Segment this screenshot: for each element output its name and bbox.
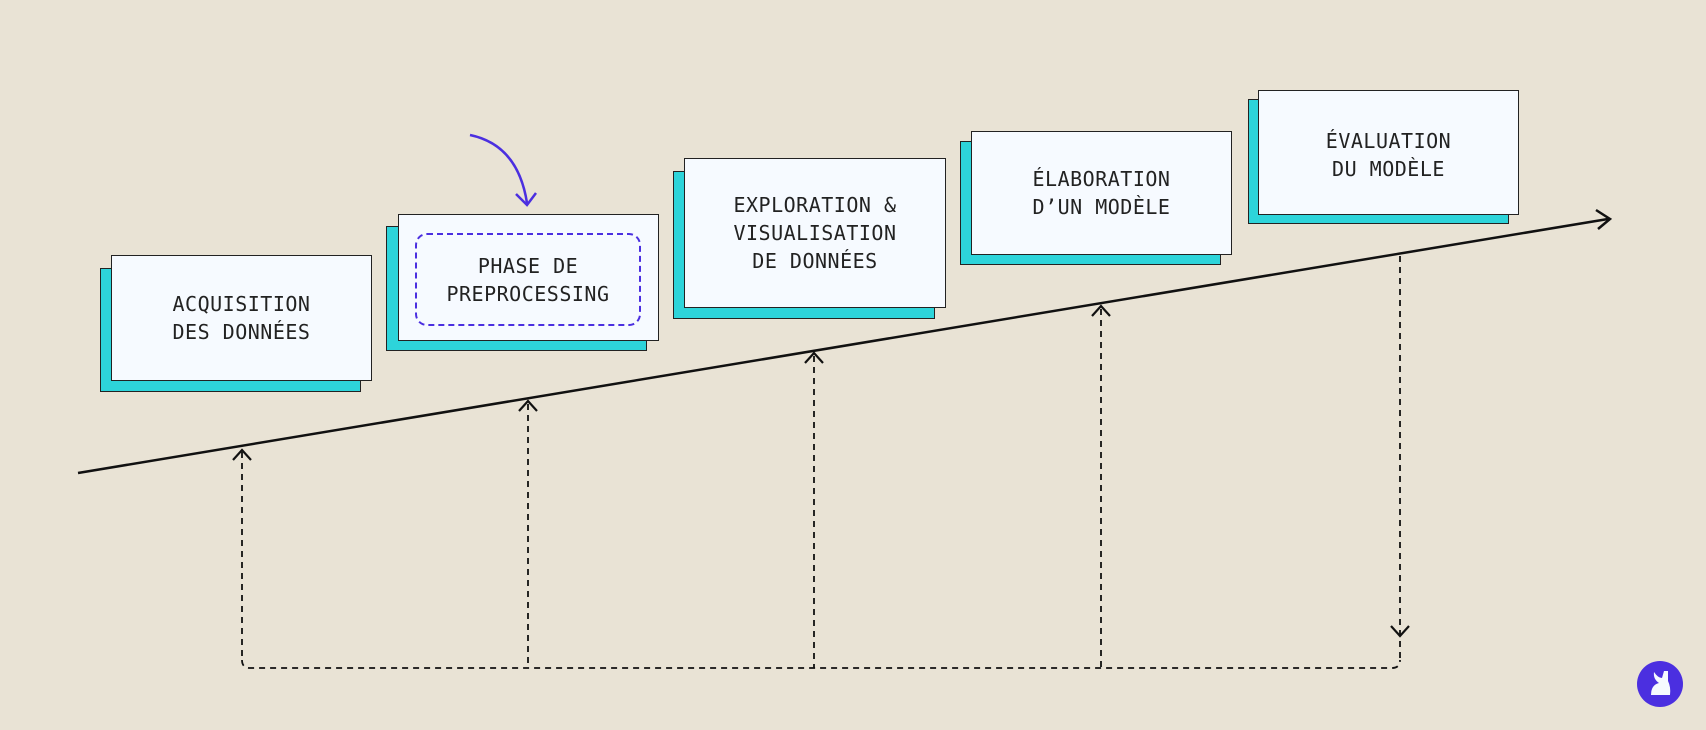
step-label: D’UN MODÈLE xyxy=(1032,195,1171,219)
step-label: PREPROCESSING xyxy=(446,281,610,306)
highlight-arrowhead-icon xyxy=(515,192,537,207)
step-label: VISUALISATION xyxy=(733,221,897,245)
progress-axis-line xyxy=(77,217,1609,475)
highlight-dashed-frame: PHASE DE PREPROCESSING xyxy=(415,233,641,326)
step-label: ACQUISITION xyxy=(172,292,311,316)
arrow-up-icon xyxy=(518,399,538,412)
arrow-up-icon xyxy=(232,448,252,461)
step-model-building: ÉLABORATION D’UN MODÈLE xyxy=(971,131,1232,255)
step-acquisition: ACQUISITION DES DONNÉES xyxy=(111,255,372,381)
step-label: ÉLABORATION xyxy=(1032,167,1171,191)
step-exploration: EXPLORATION & VISUALISATION DE DONNÉES xyxy=(684,158,946,308)
step-label: ÉVALUATION xyxy=(1325,129,1452,153)
arrow-up-icon xyxy=(804,351,824,364)
step-preprocessing: PHASE DE PREPROCESSING xyxy=(398,214,659,341)
step-label: DU MODÈLE xyxy=(1332,157,1445,181)
arrow-down-icon xyxy=(1390,625,1410,638)
step-label: PHASE DE xyxy=(477,253,579,278)
step-label: EXPLORATION & xyxy=(733,193,897,217)
axis-arrowhead-icon xyxy=(1595,208,1613,230)
step-label: DES DONNÉES xyxy=(172,320,311,344)
arrow-up-icon xyxy=(1091,304,1111,317)
feedback-bottom-line xyxy=(241,659,1401,669)
highlight-curved-arrow xyxy=(469,133,529,204)
griffin-logo-icon xyxy=(1637,661,1683,707)
step-label: DE DONNÉES xyxy=(752,249,878,273)
step-evaluation: ÉVALUATION DU MODÈLE xyxy=(1258,90,1519,215)
